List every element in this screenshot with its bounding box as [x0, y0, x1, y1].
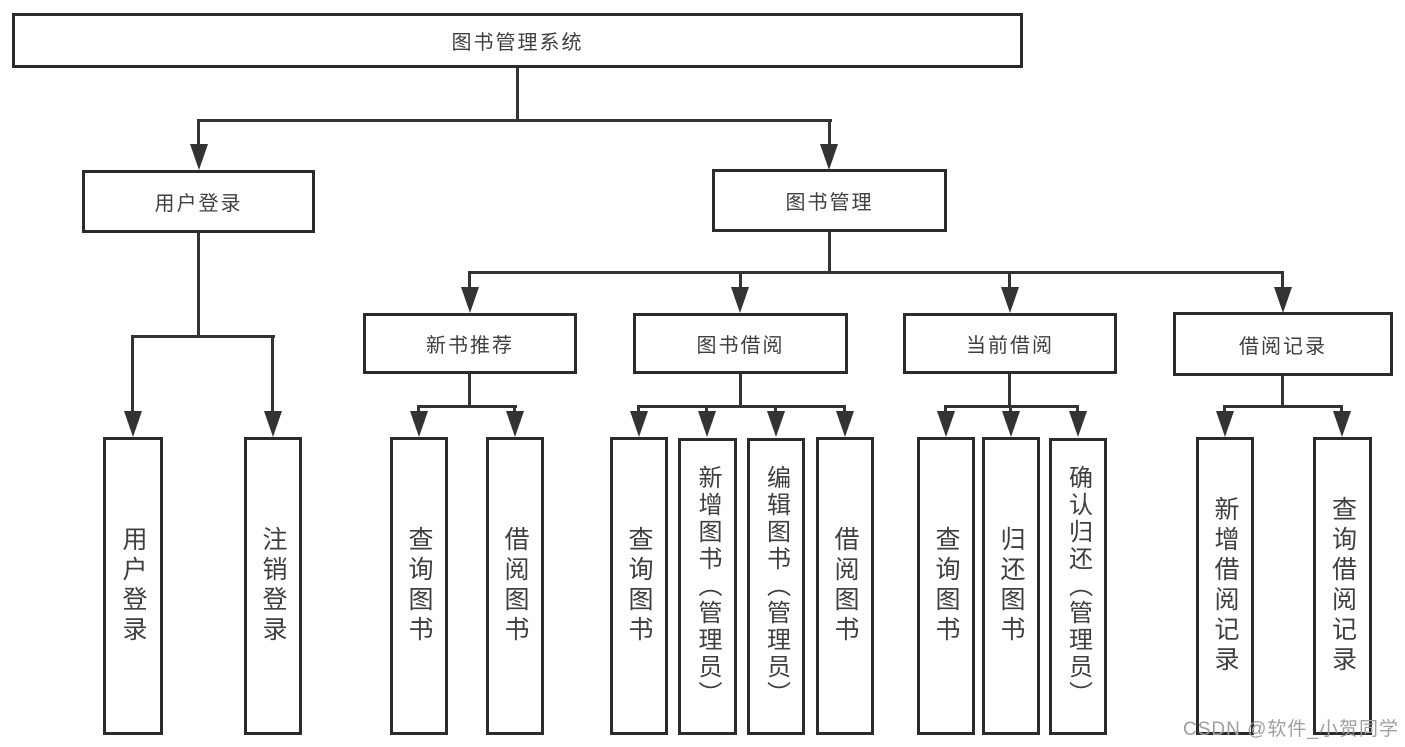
leaf-add-borrow-record: 新增借阅记录	[1196, 437, 1254, 735]
edge-line	[131, 335, 275, 338]
edge-line	[197, 233, 200, 337]
edge-line	[828, 119, 831, 148]
leaf-return-books: 归还图书	[982, 437, 1040, 735]
node-book-management: 图书管理	[712, 169, 947, 232]
arrow-down-icon	[820, 144, 838, 170]
csdn-watermark: CSDN @软件_小贺同学	[1183, 719, 1399, 740]
arrow-down-icon	[461, 287, 479, 313]
leaf-label: 借阅图书	[501, 526, 529, 646]
arrow-down-icon	[124, 411, 142, 437]
node-label: 借阅记录	[1239, 335, 1327, 358]
node-library-system: 图书管理系统	[12, 13, 1023, 68]
edge-line	[944, 405, 947, 414]
leaf-label: 查询图书	[625, 526, 653, 646]
leaf-query-borrow-record: 查询借阅记录	[1313, 437, 1372, 735]
edge-line	[1281, 376, 1284, 407]
edge-line	[1281, 271, 1284, 290]
arrow-down-icon	[698, 411, 716, 437]
node-new-book-recommendation: 新书推荐	[363, 313, 577, 374]
leaf-label: 查询图书	[932, 526, 960, 646]
edge-line	[1076, 405, 1079, 414]
leaf-label: 新增借阅记录	[1211, 496, 1239, 676]
node-label: 当前借阅	[966, 335, 1054, 357]
arrow-down-icon	[937, 411, 955, 437]
leaf-logout: 注销登录	[244, 437, 302, 735]
edge-line	[1223, 405, 1343, 408]
edge-line	[468, 374, 471, 407]
edge-line	[1009, 405, 1012, 414]
edge-line	[705, 405, 708, 414]
node-borrowing-records: 借阅记录	[1173, 312, 1393, 376]
leaf-label: 新增图书（管理员）	[694, 465, 721, 708]
edge-line	[197, 119, 200, 148]
node-book-borrowing: 图书借阅	[633, 313, 848, 374]
leaf-label: 编辑图书（管理员）	[762, 465, 790, 708]
leaf-borrow-books-recommend: 借阅图书	[486, 437, 544, 735]
leaf-query-books-borrowing: 查询图书	[610, 437, 668, 735]
leaf-label: 注销登录	[259, 526, 287, 646]
leaf-edit-books-admin: 编辑图书（管理员）	[747, 438, 805, 735]
leaf-label: 借阅图书	[831, 526, 859, 646]
arrow-down-icon	[1002, 411, 1020, 437]
edge-line	[131, 335, 134, 413]
edge-line	[1340, 405, 1343, 414]
leaf-label: 用户登录	[119, 526, 147, 646]
edge-line	[513, 405, 516, 414]
arrow-down-icon	[410, 411, 428, 437]
leaf-label: 确认归还（管理员）	[1064, 465, 1092, 708]
arrow-down-icon	[1069, 411, 1087, 437]
leaf-label: 查询图书	[405, 526, 433, 646]
node-label: 图书管理	[785, 192, 874, 214]
leaf-confirm-return-admin: 确认归还（管理员）	[1049, 438, 1107, 735]
leaf-query-books-current: 查询图书	[917, 437, 975, 735]
node-label: 图书借阅	[696, 335, 785, 357]
node-label: 新书推荐	[426, 335, 514, 357]
leaf-borrow-books-borrowing: 借阅图书	[816, 437, 874, 735]
leaf-label: 查询借阅记录	[1328, 496, 1357, 676]
arrow-down-icon	[1001, 287, 1019, 313]
edge-line	[637, 405, 846, 408]
edge-line	[516, 68, 519, 121]
arrow-down-icon	[1333, 411, 1351, 437]
leaf-query-books-recommend: 查询图书	[390, 437, 448, 735]
node-current-borrowing: 当前借阅	[903, 313, 1117, 374]
edge-line	[468, 271, 471, 290]
arrow-down-icon	[630, 411, 648, 437]
edge-line	[739, 374, 742, 407]
edge-line	[739, 271, 742, 290]
node-user-login: 用户登录	[82, 170, 315, 233]
edge-line	[417, 405, 517, 408]
edge-line	[197, 119, 832, 122]
arrow-down-icon	[190, 144, 208, 170]
arrow-down-icon	[731, 287, 749, 313]
leaf-user-login: 用户登录	[103, 437, 163, 735]
arrow-down-icon	[1274, 287, 1292, 313]
edge-line	[828, 232, 831, 274]
edge-line	[271, 335, 274, 413]
node-label: 图书管理系统	[451, 32, 584, 54]
edge-line	[637, 405, 640, 414]
leaf-label: 归还图书	[997, 526, 1025, 646]
edge-line	[774, 405, 777, 414]
arrow-down-icon	[1216, 411, 1234, 437]
edge-line	[417, 405, 420, 414]
leaf-add-books-admin: 新增图书（管理员）	[678, 438, 737, 735]
edge-line	[468, 271, 1284, 274]
node-label: 用户登录	[154, 193, 243, 215]
edge-line	[1223, 405, 1226, 414]
edge-line	[1008, 271, 1011, 290]
arrow-down-icon	[767, 411, 785, 437]
arrow-down-icon	[506, 411, 524, 437]
edge-line	[1008, 374, 1011, 407]
arrow-down-icon	[836, 411, 854, 437]
arrow-down-icon	[264, 411, 282, 437]
edge-line	[843, 405, 846, 414]
